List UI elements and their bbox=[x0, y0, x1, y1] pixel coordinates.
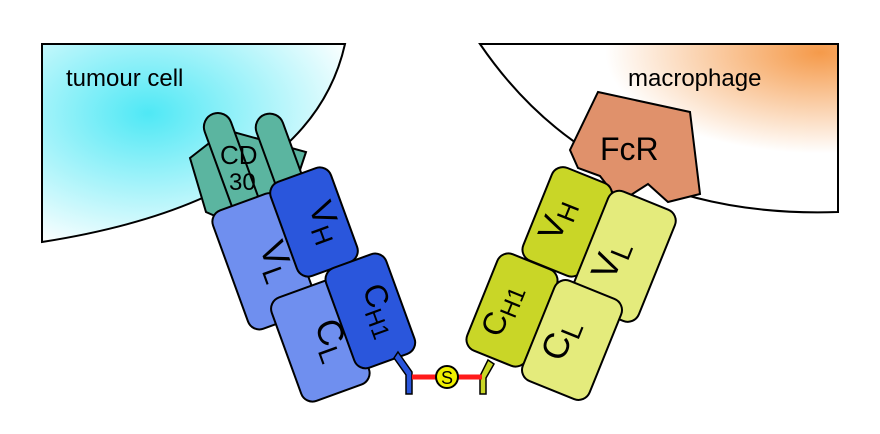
cd30-antigen: CD 30 bbox=[188, 112, 308, 236]
sulfur-label: S bbox=[441, 368, 453, 388]
left-hinge bbox=[393, 350, 413, 395]
macrophage-label: macrophage bbox=[628, 65, 761, 92]
right-cl-domain: CL bbox=[521, 279, 623, 401]
tumour-cell-label: tumour cell bbox=[66, 65, 183, 92]
right-vl-domain: VL bbox=[570, 189, 677, 323]
left-ch1-domain: CH1 bbox=[324, 252, 417, 370]
fcr-receptor: FcR bbox=[568, 90, 702, 204]
sulfur-dot bbox=[435, 365, 459, 389]
cd30-label-line2: 30 bbox=[229, 169, 256, 196]
right-hinge bbox=[479, 358, 495, 395]
fcr-label: FcR bbox=[600, 131, 659, 167]
cd30-label-line1: CD bbox=[220, 140, 258, 170]
